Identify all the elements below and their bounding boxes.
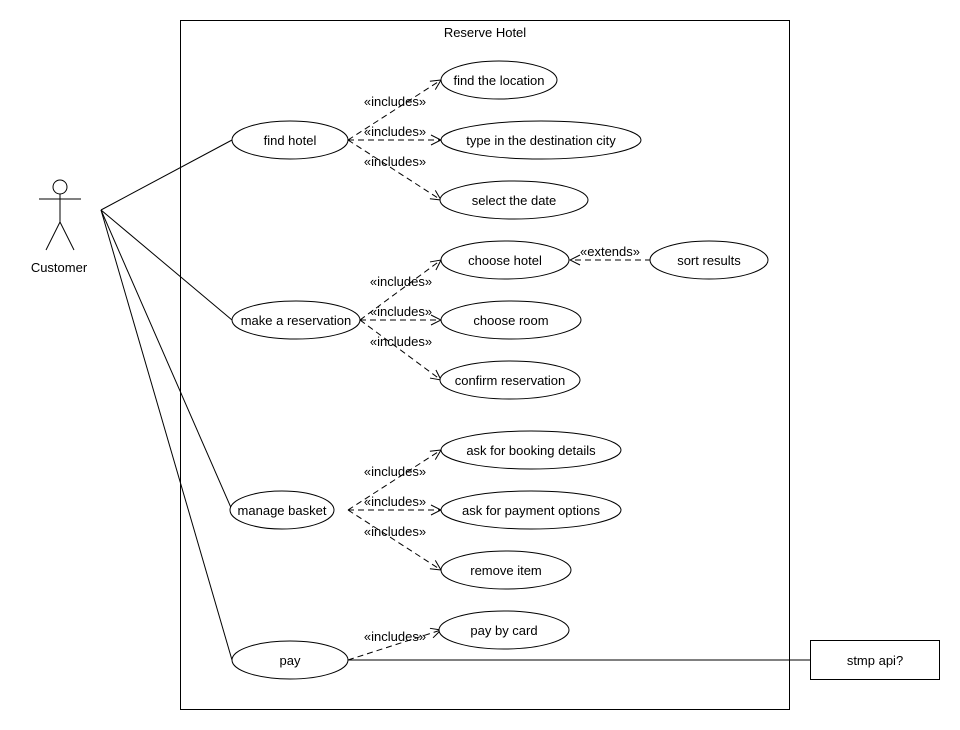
label-extends: «extends» bbox=[580, 244, 640, 259]
label-includes: «includes» bbox=[364, 524, 426, 539]
external-system-stmp-api[interactable]: stmp api? bbox=[810, 640, 940, 680]
association-find-hotel bbox=[100, 139, 233, 211]
actor-label: Customer bbox=[31, 260, 88, 275]
use-case-select-date[interactable]: select the date bbox=[439, 180, 589, 220]
label-includes: «includes» bbox=[364, 629, 426, 644]
use-case-label: ask for payment options bbox=[462, 503, 601, 518]
use-case-label: pay by card bbox=[470, 623, 537, 638]
include-select-date bbox=[347, 139, 441, 200]
system-title: Reserve Hotel bbox=[444, 25, 526, 40]
use-case-label: type in the destination city bbox=[466, 133, 616, 148]
use-case-ask-booking-details[interactable]: ask for booking details bbox=[440, 430, 622, 470]
label-includes: «includes» bbox=[364, 154, 426, 169]
use-case-label: manage basket bbox=[238, 503, 327, 518]
include-confirm-reservation bbox=[359, 319, 441, 380]
use-case-find-location[interactable]: find the location bbox=[440, 60, 558, 100]
actor-right-leg bbox=[59, 221, 75, 251]
label-includes: «includes» bbox=[370, 304, 432, 319]
include-pay-by-card bbox=[347, 630, 441, 661]
use-case-label: find hotel bbox=[264, 133, 317, 148]
use-case-find-hotel[interactable]: find hotel bbox=[231, 120, 349, 160]
label-includes: «includes» bbox=[364, 94, 426, 109]
use-case-remove-item[interactable]: remove item bbox=[440, 550, 572, 590]
include-remove-item bbox=[347, 509, 441, 570]
include-find-location bbox=[347, 80, 441, 141]
use-case-pay[interactable]: pay bbox=[231, 640, 349, 680]
use-case-make-reservation[interactable]: make a reservation bbox=[231, 300, 361, 340]
label-includes: «includes» bbox=[370, 334, 432, 349]
use-case-confirm-reservation[interactable]: confirm reservation bbox=[439, 360, 581, 400]
use-case-label: sort results bbox=[677, 253, 741, 268]
use-case-label: choose hotel bbox=[468, 253, 542, 268]
include-booking-details bbox=[347, 450, 441, 511]
use-case-type-destination[interactable]: type in the destination city bbox=[440, 120, 642, 160]
use-case-label: ask for booking details bbox=[466, 443, 596, 458]
actor-head bbox=[52, 179, 68, 195]
use-case-choose-hotel[interactable]: choose hotel bbox=[440, 240, 570, 280]
association-pay bbox=[100, 209, 233, 661]
association-make-reservation bbox=[100, 209, 233, 321]
actor-left-leg bbox=[45, 221, 61, 251]
label-includes: «includes» bbox=[364, 494, 426, 509]
use-case-sort-results[interactable]: sort results bbox=[649, 240, 769, 280]
use-case-label: make a reservation bbox=[241, 313, 352, 328]
association-manage-basket bbox=[100, 209, 233, 511]
use-case-label: confirm reservation bbox=[455, 373, 566, 388]
use-case-label: select the date bbox=[472, 193, 557, 208]
use-case-choose-room[interactable]: choose room bbox=[440, 300, 582, 340]
label-includes: «includes» bbox=[370, 274, 432, 289]
use-case-label: find the location bbox=[453, 73, 544, 88]
use-case-label: pay bbox=[280, 653, 301, 668]
label-includes: «includes» bbox=[364, 464, 426, 479]
use-case-ask-payment-options[interactable]: ask for payment options bbox=[440, 490, 622, 530]
label-includes: «includes» bbox=[364, 124, 426, 139]
use-case-pay-by-card[interactable]: pay by card bbox=[438, 610, 570, 650]
use-case-label: choose room bbox=[473, 313, 548, 328]
actor-customer[interactable]: Customer bbox=[31, 179, 88, 275]
use-case-manage-basket[interactable]: manage basket bbox=[229, 490, 335, 530]
external-system-label: stmp api? bbox=[847, 653, 903, 668]
include-choose-hotel bbox=[359, 260, 441, 321]
use-case-label: remove item bbox=[470, 563, 542, 578]
